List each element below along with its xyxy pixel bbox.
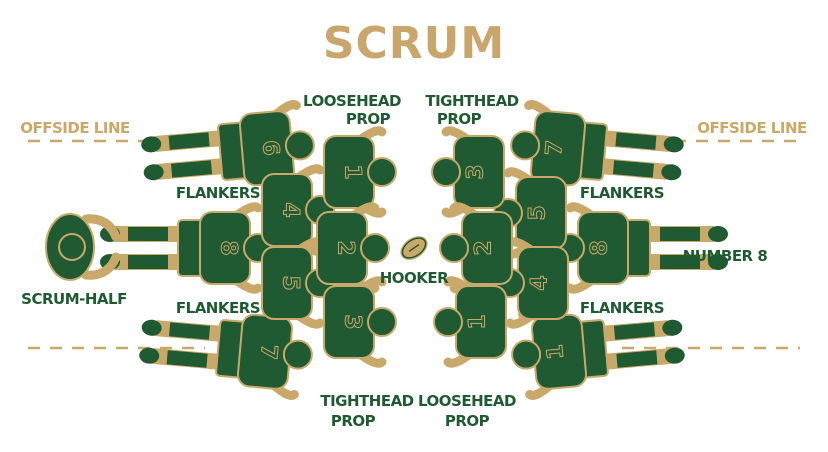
player-left_team-4: 2	[316, 202, 390, 294]
tighthead-prop-label-top-2: PROP	[437, 110, 482, 128]
sock	[168, 132, 210, 150]
jersey-number: 3	[340, 314, 365, 329]
sock	[170, 160, 213, 178]
head	[511, 339, 542, 370]
boot	[661, 164, 682, 181]
boot	[662, 319, 683, 336]
tighthead-prop-label-top-1: TIGHTHEAD	[425, 92, 518, 110]
jersey-number: 1	[340, 164, 365, 179]
player-left_team-7: 7	[139, 308, 313, 400]
head	[433, 307, 463, 337]
sock	[616, 350, 658, 368]
number-8-label: NUMBER 8	[683, 247, 768, 265]
head	[360, 233, 390, 263]
player-left_team-6: 3	[323, 276, 397, 368]
hooker-label: HOOKER	[380, 269, 449, 287]
diagram-title: SCRUM	[323, 18, 505, 69]
tighthead-prop-label-bottom-1: TIGHTHEAD	[320, 392, 413, 410]
player-left_team-5: 5	[261, 237, 335, 329]
boot	[708, 226, 728, 242]
boot	[708, 254, 728, 270]
player-left_team-0: 6	[141, 100, 315, 192]
player-left_team-1: 1	[323, 126, 397, 218]
boot	[139, 347, 160, 364]
boot	[143, 164, 164, 181]
loosehead-prop-label-bottom-1: LOOSEHEAD	[418, 392, 516, 410]
head	[431, 157, 461, 187]
jersey-number: 1	[543, 343, 569, 360]
jersey-number: 4	[528, 275, 553, 290]
player-right_team-6: 1	[433, 276, 507, 368]
sock	[613, 322, 656, 340]
loosehead-prop-label-bottom-2: PROP	[445, 412, 490, 430]
head	[367, 307, 397, 337]
boot	[141, 319, 162, 336]
sock	[615, 132, 657, 150]
flankers-label-top-left: FLANKERS	[176, 184, 260, 202]
boot	[141, 136, 162, 153]
jersey-number: 2	[472, 240, 497, 255]
players: 8 6 7 4 5 1 2 3 8 7 1 5 4 3 2 1	[45, 100, 728, 400]
player-left_team-3: 8	[100, 202, 273, 294]
head	[284, 130, 315, 161]
boot	[663, 136, 684, 153]
offside-line-label-left: OFFSIDE LINE	[20, 119, 130, 137]
head	[282, 339, 313, 370]
offside-line-label-right: OFFSIDE LINE	[697, 119, 807, 137]
jersey-number: 6	[257, 139, 283, 156]
boot	[664, 347, 685, 364]
sock	[168, 322, 211, 340]
sock	[128, 227, 168, 241]
sock	[166, 350, 208, 368]
jersey-number: 3	[464, 164, 489, 179]
loosehead-prop-label-top-1: LOOSEHEAD	[303, 92, 401, 110]
scrum-half-label: SCRUM-HALF	[21, 290, 127, 308]
jersey-number: 5	[278, 275, 303, 290]
flankers-label-top-right: FLANKERS	[580, 184, 664, 202]
loosehead-prop-label-top-2: PROP	[346, 110, 391, 128]
scrum-half-player	[45, 213, 121, 281]
jersey-number: 7	[255, 343, 281, 360]
jersey-number: 4	[278, 202, 303, 217]
jersey-number: 5	[526, 205, 551, 220]
tighthead-prop-label-bottom-2: PROP	[331, 412, 376, 430]
head	[510, 130, 541, 161]
flankers-label-bottom-left: FLANKERS	[176, 299, 260, 317]
jersey-number: 8	[216, 240, 241, 255]
player-right_team-0: 3	[431, 126, 505, 218]
sock	[612, 160, 655, 178]
head	[367, 157, 397, 187]
sock	[660, 255, 700, 269]
sock	[660, 227, 700, 241]
flankers-label-bottom-right: FLANKERS	[580, 299, 664, 317]
jersey-number: 1	[466, 314, 491, 329]
player-right_team-7: 1	[511, 308, 685, 400]
jersey-number: 7	[542, 139, 568, 156]
sock	[128, 255, 168, 269]
player-right_team-1: 7	[510, 100, 684, 192]
jersey-number: 2	[333, 240, 358, 255]
jersey-number: 8	[588, 240, 613, 255]
rugby-ball-icon	[400, 236, 428, 260]
head	[439, 233, 469, 263]
